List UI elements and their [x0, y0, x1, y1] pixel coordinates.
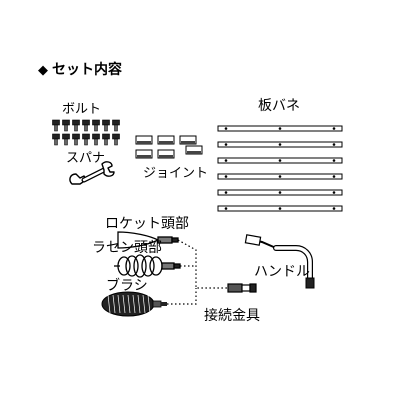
rocket-head-icon	[117, 231, 179, 249]
connection-dotted-lines	[167, 239, 228, 305]
wrench-icon	[69, 161, 115, 185]
label-brush: ブラシ	[106, 277, 148, 294]
label-joints: ジョイント	[143, 166, 208, 181]
connector-icon	[227, 283, 257, 293]
spiral-head-icon	[114, 254, 181, 278]
bolt-icon	[72, 119, 80, 132]
joint-plate-icon	[135, 135, 153, 145]
leaf-spring-icon	[217, 125, 343, 132]
joint-plate-icon	[135, 149, 153, 159]
leaf-spring-icon	[217, 189, 343, 196]
heading-diamond-icon: ◆	[38, 63, 48, 78]
bolt-icon	[72, 133, 80, 146]
handle-icon	[244, 234, 315, 289]
label-rocket-head: ロケット頭部	[105, 216, 189, 232]
leaf-spring-icon	[217, 205, 343, 212]
bolt-icon	[82, 119, 90, 132]
joint-plate-icon	[157, 135, 175, 145]
bolt-icon	[112, 133, 120, 146]
joint-plate-icon	[157, 149, 175, 159]
label-handle: ハンドル	[254, 264, 310, 280]
bolt-icon	[82, 133, 90, 146]
leaf-spring-icon	[217, 157, 343, 164]
bolt-icon	[112, 119, 120, 132]
bolt-icon	[52, 133, 60, 146]
label-spiral-head: ラセン頭部	[92, 240, 162, 256]
bolt-icon	[92, 133, 100, 146]
joint-plate-icon	[179, 135, 197, 145]
leaf-springs-illustration	[217, 125, 343, 212]
label-leaf-springs: 板バネ	[258, 98, 300, 114]
bolt-icon	[52, 119, 60, 132]
leaf-spring-icon	[217, 173, 343, 180]
bolt-icon	[92, 119, 100, 132]
label-bolts: ボルト	[62, 102, 101, 117]
label-wrench: スパナ	[66, 151, 105, 166]
joints-illustration	[135, 135, 203, 159]
brush-icon	[101, 291, 167, 317]
leaf-spring-icon	[217, 141, 343, 148]
label-connector: 接続金具	[204, 307, 260, 324]
page-title: セット内容	[52, 61, 122, 78]
bolt-icon	[102, 119, 110, 132]
joint-plate-icon	[185, 145, 203, 155]
bolt-icon	[62, 119, 70, 132]
bolts-illustration	[52, 119, 120, 146]
bolt-icon	[62, 133, 70, 146]
bolt-icon	[102, 133, 110, 146]
